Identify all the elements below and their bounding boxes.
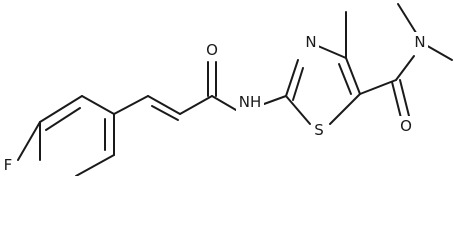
dimethyl-nitrogen-label: N <box>414 33 425 51</box>
bond-c4-c5-inner <box>338 63 352 95</box>
bond-c2-n3-inner <box>292 67 304 101</box>
bond-vinyl-carbonyl <box>179 95 213 115</box>
atom-thiazole-nitrogen: N <box>303 32 319 52</box>
bond-ring-c1-c2 <box>17 121 41 161</box>
bond-n-methyl-2 <box>397 3 419 37</box>
atom-sulfur: S <box>311 120 327 140</box>
atom-fluorine: F <box>1 156 15 174</box>
bond-ring-c5-c6 <box>75 154 115 176</box>
fluorine-label: F <box>4 156 13 174</box>
bond-ring-c2-c3 <box>39 95 83 123</box>
bond-vinyl-double <box>147 95 181 115</box>
molecule-structure: F O NH N S O N <box>1 3 453 176</box>
bond-n3-c4 <box>317 45 347 59</box>
bond-c4-c5 <box>345 57 361 95</box>
bond-carboxamide-co-2 <box>399 79 411 121</box>
atom-dimethyl-nitrogen: N <box>412 32 428 52</box>
atom-amide-oxygen: O <box>204 40 220 60</box>
bonds <box>17 3 453 176</box>
bond-n-methyl-1 <box>423 43 453 61</box>
thiazole-nitrogen-label: N <box>305 33 316 51</box>
atom-amine-nh: NH <box>236 92 264 112</box>
bond-c2-n3 <box>285 59 299 97</box>
bond-amide-cn <box>211 95 237 111</box>
bond-aryl-vinyl <box>113 95 149 115</box>
bond-c5-carbonyl <box>359 79 397 95</box>
bond-c5-s1 <box>329 93 361 125</box>
bond-nh-thiazole <box>263 95 287 105</box>
bond-carboxamide-co-1 <box>391 81 403 123</box>
carboxamide-oxygen-label: O <box>400 117 412 135</box>
bond-ring-c3-c4 <box>81 95 115 115</box>
bond-vinyl-double-inner <box>151 105 179 121</box>
atom-carboxamide-oxygen: O <box>398 116 414 136</box>
sulfur-label: S <box>314 121 324 139</box>
bond-ring-c2-c3-inner <box>45 107 81 131</box>
amine-nh-label: NH <box>239 93 262 111</box>
atom-labels: F O NH N S O N <box>1 32 428 174</box>
amide-oxygen-label: O <box>206 41 218 59</box>
bond-s1-c2 <box>285 95 311 125</box>
bond-carbonyl-n <box>395 55 415 81</box>
